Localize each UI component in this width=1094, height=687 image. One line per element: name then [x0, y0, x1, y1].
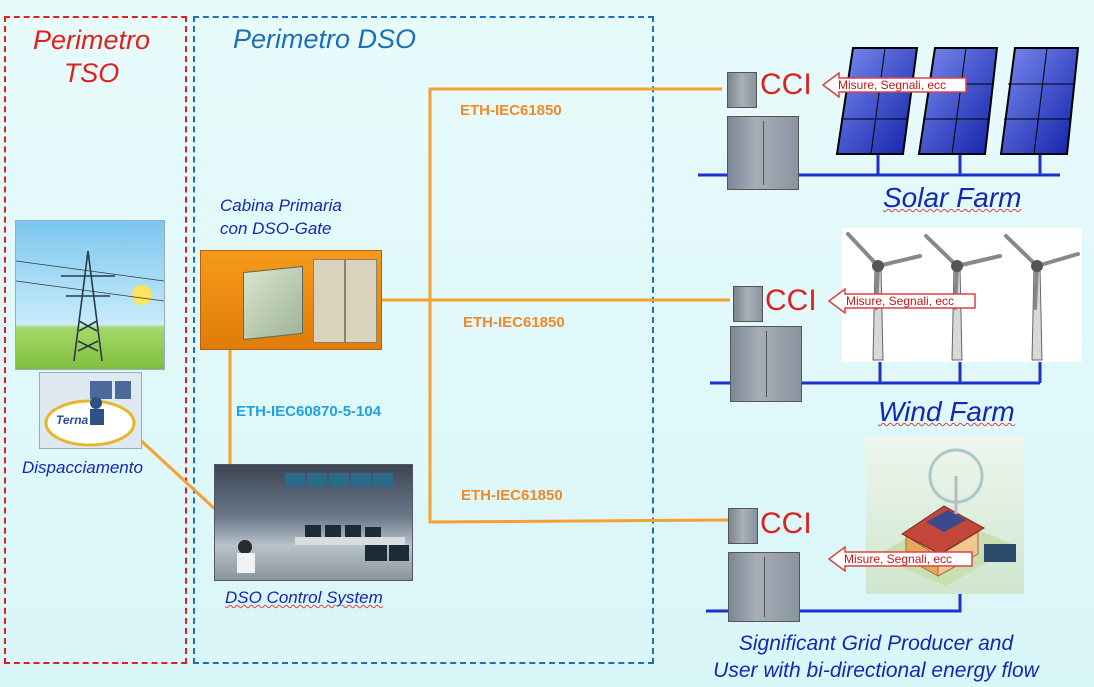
link-top-label: ETH-IEC61850 [460, 102, 562, 119]
cabina-door-left [313, 259, 345, 343]
tso-title-line1: Perimetro [32, 25, 151, 55]
producer-callout: Misure, Segnali, ecc [828, 546, 973, 572]
producer-cci-device [728, 508, 758, 544]
dso-perimeter [193, 16, 654, 664]
dso-title: Perimetro DSO [233, 24, 417, 54]
producer-cci-label: CCI [760, 507, 812, 540]
producer-label-line1: Significant Grid Producer and [738, 632, 1014, 655]
solar-callout: Misure, Segnali, ecc [822, 72, 967, 98]
dispacciamento-label: Dispacciamento [22, 458, 143, 477]
solar-panels [835, 44, 1080, 159]
link-top-line [428, 87, 722, 300]
link-middle-label: ETH-IEC61850 [463, 314, 565, 331]
tso-title: Perimetro TSO [14, 24, 169, 90]
producer-callout-text: Misure, Segnali, ecc [844, 552, 953, 566]
link-dispatch-line [133, 433, 218, 512]
tso-perimeter [4, 16, 187, 664]
wind-callout-text: Misure, Segnali, ecc [846, 294, 955, 308]
control-system-label: DSO Control System [225, 588, 383, 607]
producer-label: Significant Grid Producer and User with … [690, 630, 1062, 684]
producer-label-line2: User with bi-directional energy flow [713, 659, 1039, 682]
wind-cci-label: CCI [765, 284, 817, 317]
link-bottom-label: ETH-IEC61850 [461, 487, 563, 504]
tso-title-line2: TSO [63, 58, 120, 88]
cabina-label: Cabina Primaria con DSO-Gate [220, 194, 342, 240]
terna-logo: Terna [56, 413, 89, 427]
cabina-label-line2: con DSO-Gate [220, 219, 332, 238]
wind-cabinet [730, 326, 802, 402]
cabina-image [200, 250, 382, 350]
wind-farm-label: Wind Farm [878, 396, 1015, 427]
cabina-label-line1: Cabina Primaria [220, 196, 342, 215]
solar-callout-text: Misure, Segnali, ecc [838, 78, 947, 92]
producer-house-image [866, 436, 1024, 594]
control-room-image [214, 464, 413, 581]
pylon-image [15, 220, 165, 370]
wind-callout: Misure, Segnali, ecc [828, 288, 976, 314]
link-vertical-label: ETH-IEC60870-5-104 [236, 403, 382, 420]
link-bottom-line [428, 300, 729, 524]
dispatch-image: Terna [39, 372, 142, 449]
wind-cci-device [733, 286, 763, 322]
solar-cabinet [727, 116, 799, 190]
dso-gate-device [243, 265, 303, 341]
solar-farm-label: Solar Farm [883, 182, 1022, 213]
cabina-door-right [345, 259, 377, 343]
solar-cci-device [727, 72, 757, 108]
producer-cabinet [728, 552, 800, 622]
solar-cci-label: CCI [760, 68, 812, 101]
